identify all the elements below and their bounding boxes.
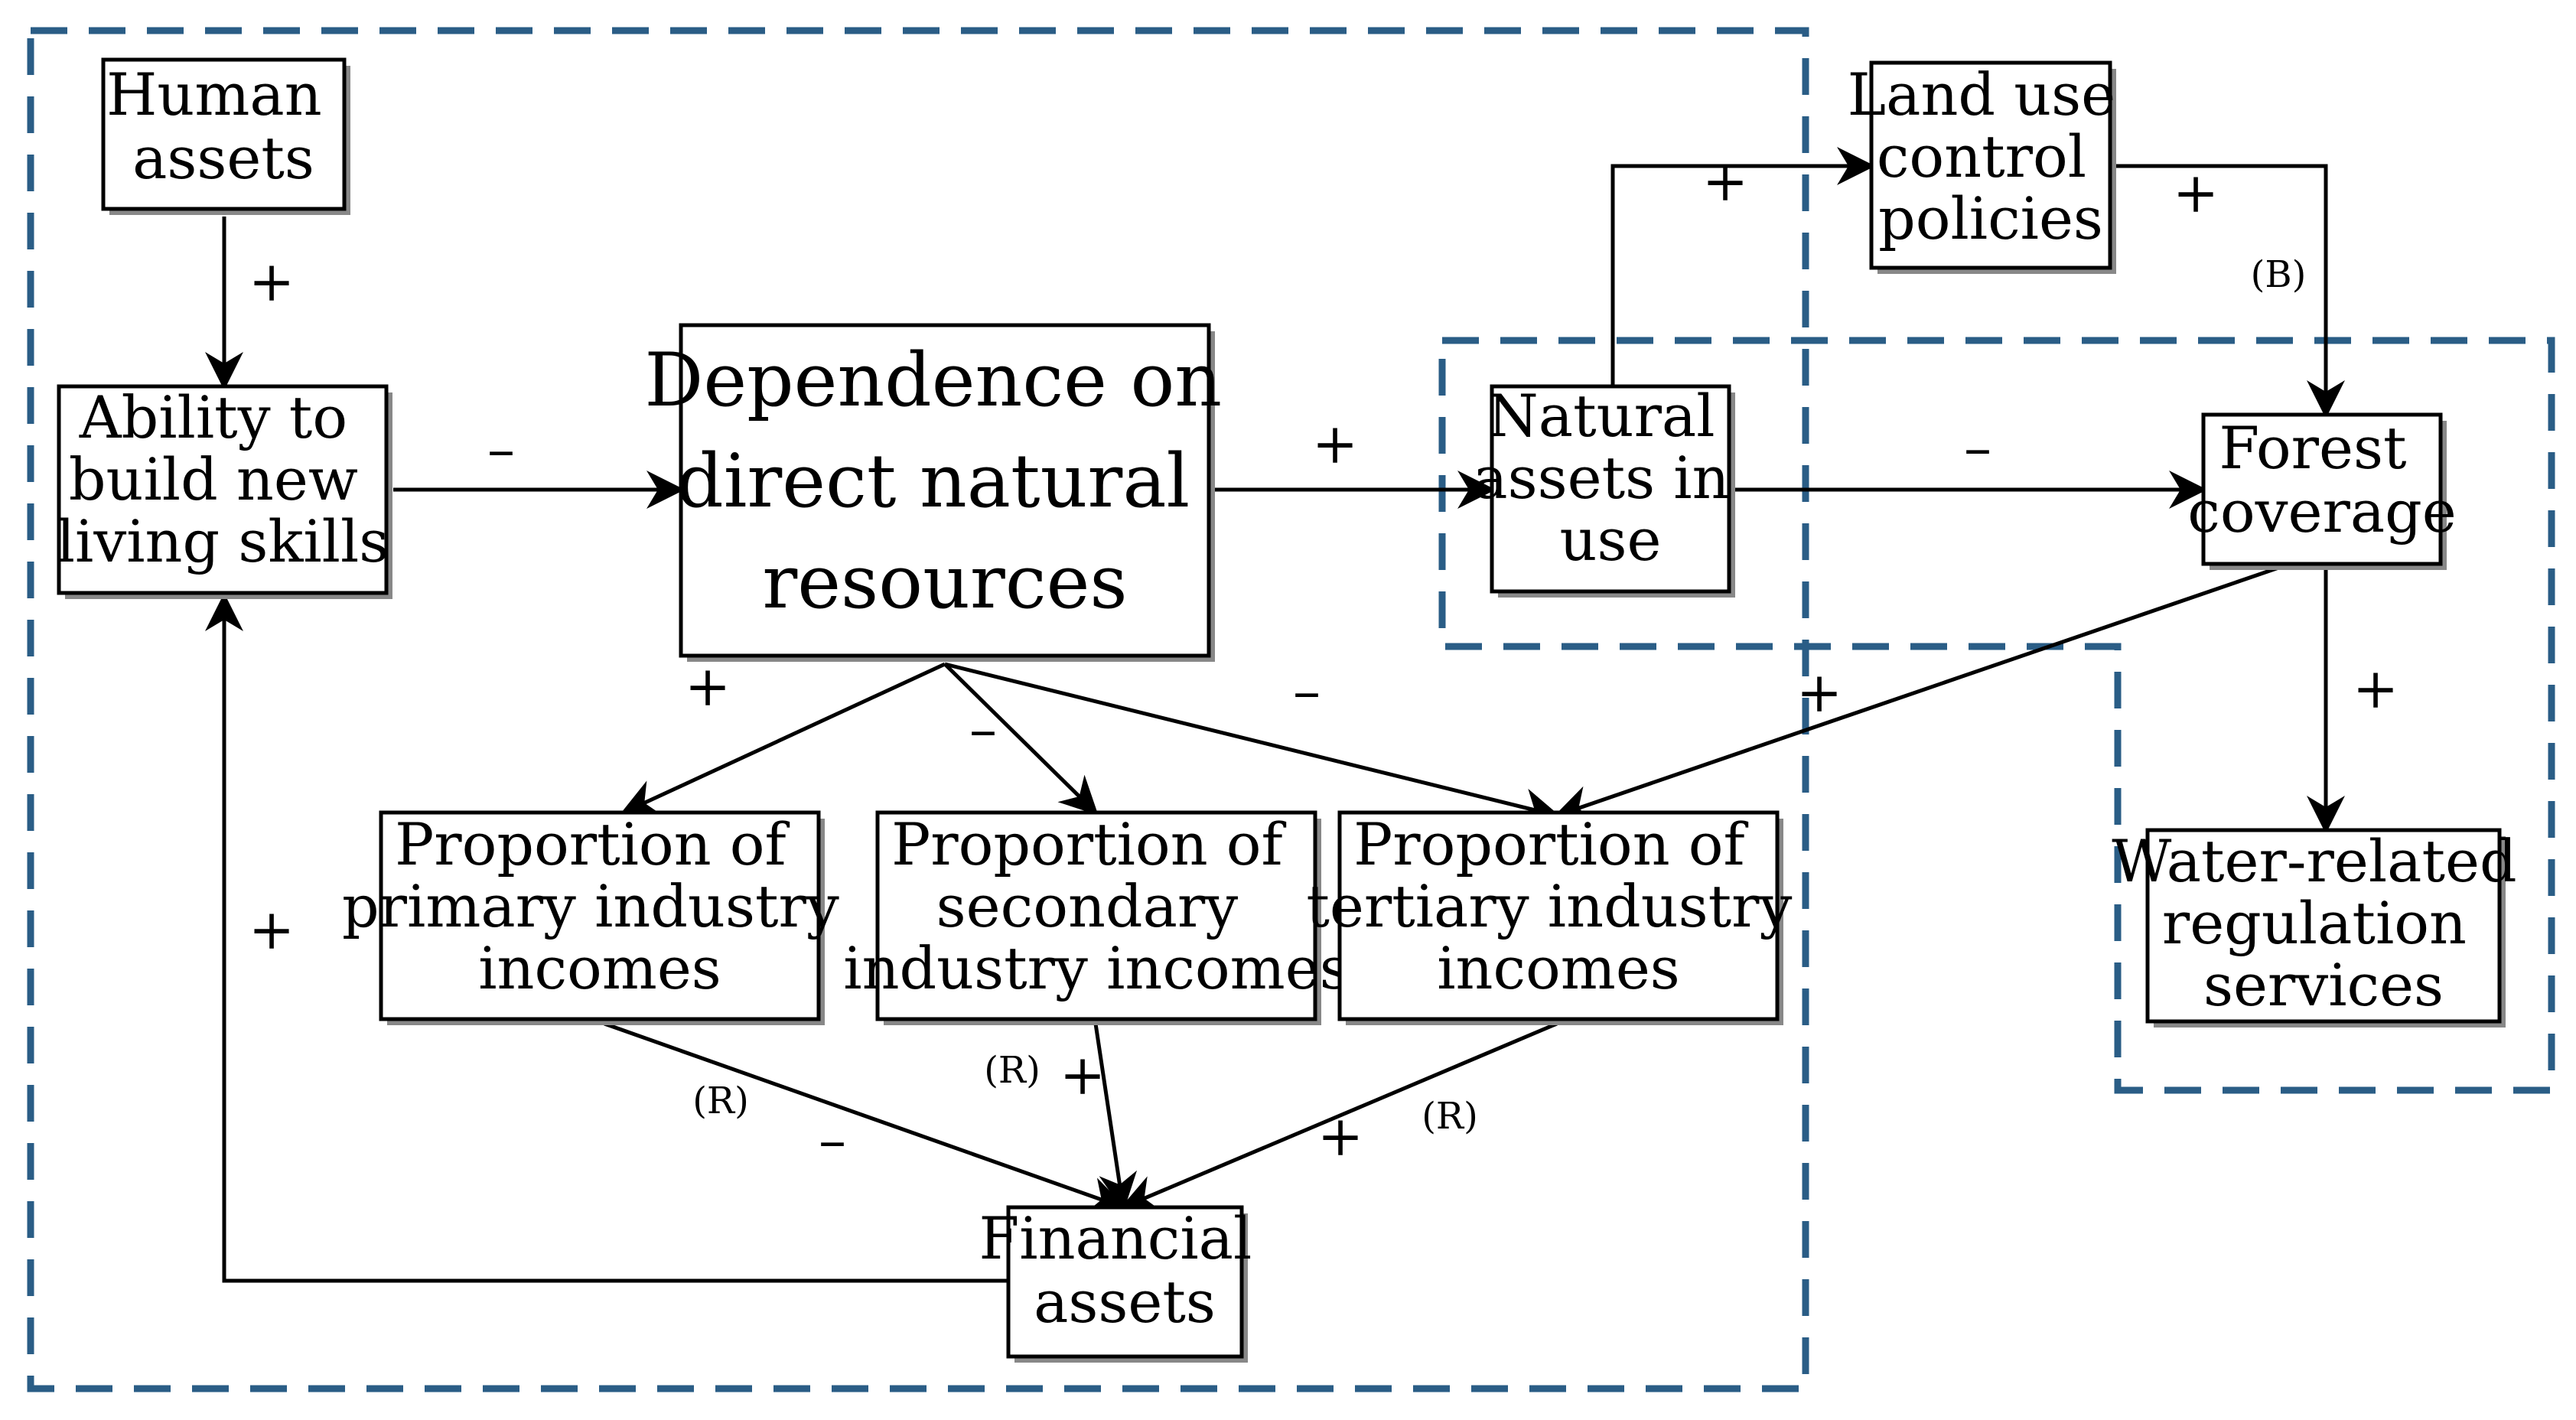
water-line-2: regulation [2162, 889, 2467, 957]
edge-dependence-tertiary [944, 662, 1561, 826]
svg-text:Ability to build new: Ability to build new living skills [57, 383, 389, 575]
secondary-line-2: secondary [936, 872, 1239, 940]
sign-financial-ability: + [249, 897, 295, 962]
dependence-line-1: Dependence on [644, 337, 1222, 423]
edge-landuse-forest [2115, 164, 2345, 419]
edge-secondary-financial [1093, 1023, 1138, 1211]
water-line-1: Water-related [2112, 827, 2516, 895]
ability-line-2: build new [69, 445, 358, 513]
dependence-line-2: direct natural [676, 438, 1190, 524]
sign-dependence-primary: + [685, 654, 731, 718]
forest-line-2: coverage [2187, 477, 2457, 546]
left-boundary [27, 27, 1809, 1392]
land-use-line-2: control [1877, 122, 2086, 191]
edge-tertiary-financial [1119, 1021, 1558, 1212]
svg-text:Human assets: Human assets [106, 60, 340, 192]
node-tertiary-incomes: Proportion of tertiary industry incomes [1306, 810, 1810, 1025]
financial-line-1: Financial [979, 1204, 1252, 1272]
primary-line-3: incomes [478, 934, 721, 1002]
primary-line-1: Proportion of [395, 810, 790, 878]
edge-dependence-primary [620, 662, 946, 816]
loop-label-balancing: (B) [2251, 253, 2307, 296]
sign-forest-water: + [2353, 656, 2399, 721]
node-forest-coverage: Forest coverage [2187, 412, 2457, 570]
sign-natural-landuse: + [1702, 149, 1748, 213]
tertiary-line-1: Proportion of [1353, 810, 1748, 878]
loop-labels: (B) (R) (R) (R) [692, 253, 2306, 1138]
natural-assets-line-1: Natural [1487, 382, 1715, 450]
sign-natural-forest: – [1964, 415, 1991, 480]
svg-text:Proportion of primary in: Proportion of primary industry incomes [342, 810, 858, 1002]
node-natural-assets: Natural assets in use [1473, 382, 1747, 598]
svg-text:Natural assets in: Natural assets in use [1473, 382, 1747, 574]
svg-text:Financial assets: Financial assets [979, 1204, 1271, 1336]
svg-text:Forest coverage: Forest coverage [2187, 414, 2457, 546]
human-assets-line-2: assets [132, 124, 314, 192]
node-primary-incomes: Proportion of primary industry incomes [342, 810, 858, 1025]
loop-label-reinforcing-primary: (R) [692, 1080, 749, 1122]
svg-text:Dependence on direct nat: Dependence on direct natural resources [644, 337, 1245, 625]
edges [205, 147, 2345, 1283]
sign-primary-financial: – [819, 1108, 846, 1172]
sign-landuse-forest: + [2173, 161, 2219, 225]
water-line-3: services [2203, 951, 2444, 1019]
loop-label-reinforcing-tertiary: (R) [1422, 1095, 1478, 1138]
tertiary-line-2: tertiary industry [1306, 872, 1792, 940]
edge-dependence-secondary [943, 663, 1099, 816]
sign-dependence-natural: + [1312, 412, 1358, 476]
svg-text:Proportion of tertiary i: Proportion of tertiary industry incomes [1306, 810, 1810, 1002]
ability-line-3: living skills [57, 507, 389, 575]
financial-line-2: assets [1034, 1268, 1216, 1336]
node-secondary-incomes: Proportion of secondary industry incomes [843, 810, 1350, 1025]
land-use-line-1: Land use [1848, 60, 2115, 129]
secondary-line-1: Proportion of [891, 810, 1286, 878]
tertiary-line-3: incomes [1437, 934, 1680, 1002]
node-dependence: Dependence on direct natural resources [644, 323, 1245, 662]
sign-forest-tertiary: + [1796, 660, 1842, 725]
sign-human-ability: + [249, 249, 295, 314]
polarity-signs: + – + + + – + + + – – – + + + [249, 149, 2399, 1172]
forest-line-1: Forest [2219, 414, 2406, 482]
sign-tertiary-financial: + [1317, 1104, 1363, 1168]
edge-natural-landuse [1610, 147, 1875, 386]
land-use-line-3: policies [1878, 184, 2103, 252]
sign-ability-dependence: – [487, 417, 515, 481]
loop-label-reinforcing-secondary: (R) [984, 1049, 1040, 1092]
node-water-services: Water-related regulation services [2112, 827, 2535, 1028]
svg-text:Proportion of secondary: Proportion of secondary industry incomes [843, 810, 1349, 1002]
sign-dependence-secondary: – [969, 697, 997, 761]
edge-financial-ability [205, 593, 1008, 1283]
natural-assets-line-2: assets in [1473, 444, 1729, 512]
edge-primary-financial [604, 1021, 1127, 1214]
node-human-assets: Human assets [101, 57, 350, 215]
dependence-line-3: resources [762, 539, 1127, 625]
ability-line-1: Ability to [79, 383, 347, 451]
svg-text:Land use control p: Land use control policies [1848, 60, 2135, 252]
right-boundary [1438, 337, 2555, 1094]
node-ability: Ability to build new living skills [57, 383, 392, 599]
sign-secondary-financial: + [1060, 1043, 1106, 1107]
edge-forest-tertiary [1553, 562, 2288, 823]
svg-text:Water-related regulation: Water-related regulation services [2112, 827, 2535, 1019]
primary-line-2: primary industry [342, 872, 839, 940]
natural-assets-line-3: use [1560, 506, 1662, 574]
secondary-line-3: industry incomes [843, 934, 1349, 1002]
sign-dependence-tertiary: – [1293, 659, 1321, 723]
node-financial-assets: Financial assets [979, 1204, 1271, 1363]
node-land-use: Land use control policies [1848, 60, 2135, 274]
human-assets-line-1: Human [106, 60, 322, 129]
